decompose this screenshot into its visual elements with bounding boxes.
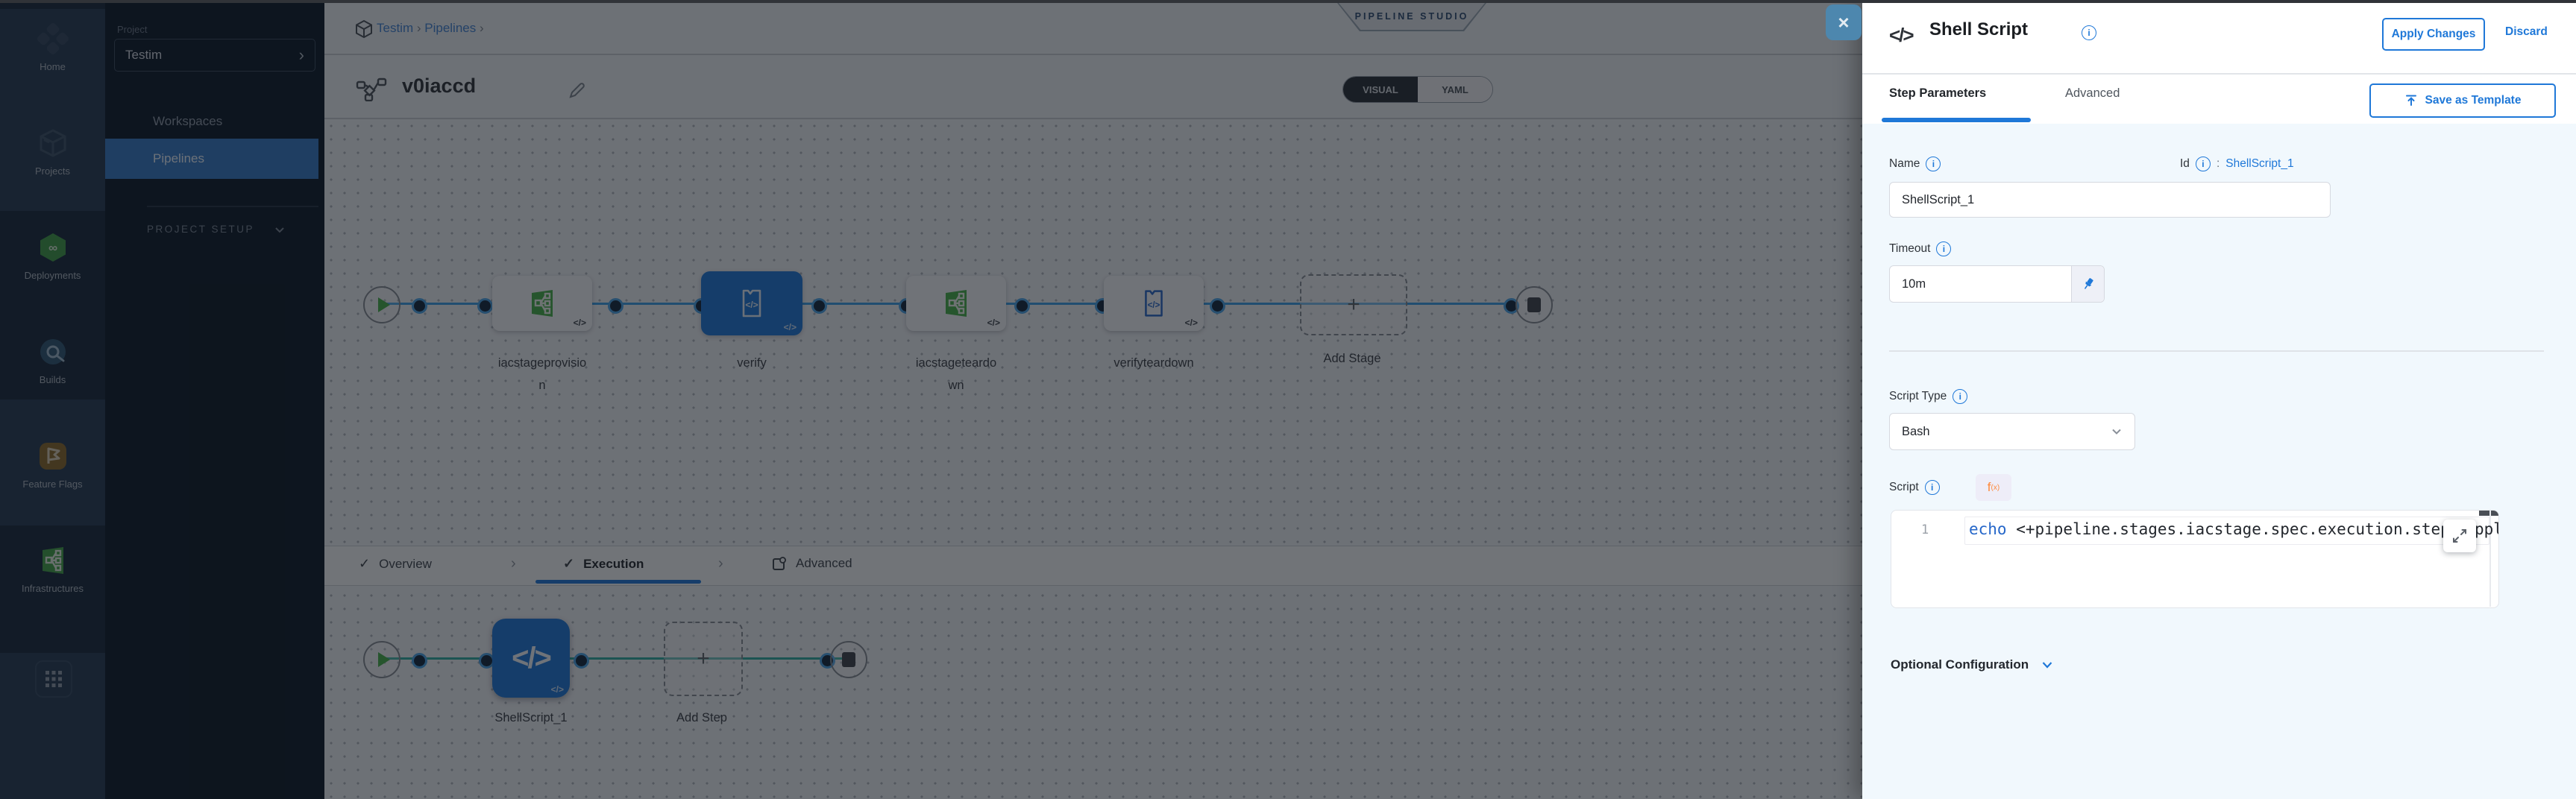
section-label: Optional Configuration — [1891, 657, 2029, 672]
upload-icon — [2405, 95, 2416, 106]
modal-dim-overlay — [0, 0, 1862, 799]
code-keyword: echo — [1969, 520, 2007, 538]
chevron-down-icon — [2042, 662, 2052, 669]
optional-configuration-toggle[interactable]: Optional Configuration — [1891, 657, 2054, 672]
script-type-select[interactable]: Bash — [1889, 413, 2135, 450]
divider — [1889, 350, 2544, 352]
script-code-editor[interactable]: 1 echo <+pipeline.stages.iacstage.spec.e… — [1891, 510, 2499, 608]
expand-icon — [2453, 529, 2466, 543]
name-input-value: ShellScript_1 — [1902, 192, 1975, 206]
editor-scroll-gutter — [2489, 511, 2491, 607]
tab-advanced[interactable]: Advanced — [2065, 86, 2120, 100]
id-value-link[interactable]: ShellScript_1 — [2225, 157, 2294, 170]
shell-script-drawer: × </> Shell Script i Apply Changes Disca… — [1826, 0, 2576, 799]
timeout-input[interactable]: 10m — [1902, 277, 1926, 291]
chevron-down-icon — [2111, 426, 2123, 438]
id-separator: : — [2216, 157, 2220, 170]
active-tab-underline — [1882, 118, 2031, 122]
close-icon: × — [1838, 10, 1850, 34]
button-label: Apply Changes — [2391, 28, 2476, 40]
code-overflow-fragment: ppl — [2475, 520, 2498, 538]
apply-changes-button[interactable]: Apply Changes — [2382, 18, 2485, 51]
line-number: 1 — [1921, 522, 1929, 537]
code-line: echo <+pipeline.stages.iacstage.spec.exe… — [1969, 520, 2489, 543]
timeout-input-group: 10m — [1889, 265, 2105, 303]
expand-editor-button[interactable] — [2443, 519, 2476, 552]
code-text: <+pipeline.stages.iacstage.spec.executio… — [2006, 520, 2450, 538]
divider — [1862, 73, 2576, 75]
scrollbar-thumb[interactable] — [2479, 511, 2498, 516]
current-line-highlight — [1964, 517, 2489, 545]
drawer-title: Shell Script — [1929, 19, 2029, 40]
shell-script-icon: </> — [1889, 24, 1914, 46]
save-as-template-button[interactable]: Save as Template — [2369, 83, 2556, 118]
window-top-edge — [0, 0, 2576, 3]
info-icon[interactable]: i — [1926, 157, 1941, 171]
pin-icon — [2084, 278, 2093, 289]
info-icon[interactable]: i — [2082, 25, 2096, 40]
pin-toggle-button[interactable] — [2071, 266, 2104, 302]
drawer-close-button[interactable]: × — [1826, 4, 1862, 40]
info-icon[interactable]: i — [1936, 241, 1952, 256]
expression-fx-button[interactable]: f(x) — [1976, 474, 2011, 501]
info-icon[interactable]: i — [1953, 389, 1968, 404]
info-icon[interactable]: i — [1924, 480, 1940, 495]
info-icon[interactable]: i — [2195, 157, 2211, 171]
discard-button[interactable]: Discard — [2505, 25, 2548, 38]
script-type-value: Bash — [1902, 424, 1930, 438]
name-input[interactable]: ShellScript_1 — [1889, 182, 2331, 218]
tab-step-parameters[interactable]: Step Parameters — [1889, 86, 1987, 100]
button-label: Save as Template — [2425, 94, 2522, 107]
